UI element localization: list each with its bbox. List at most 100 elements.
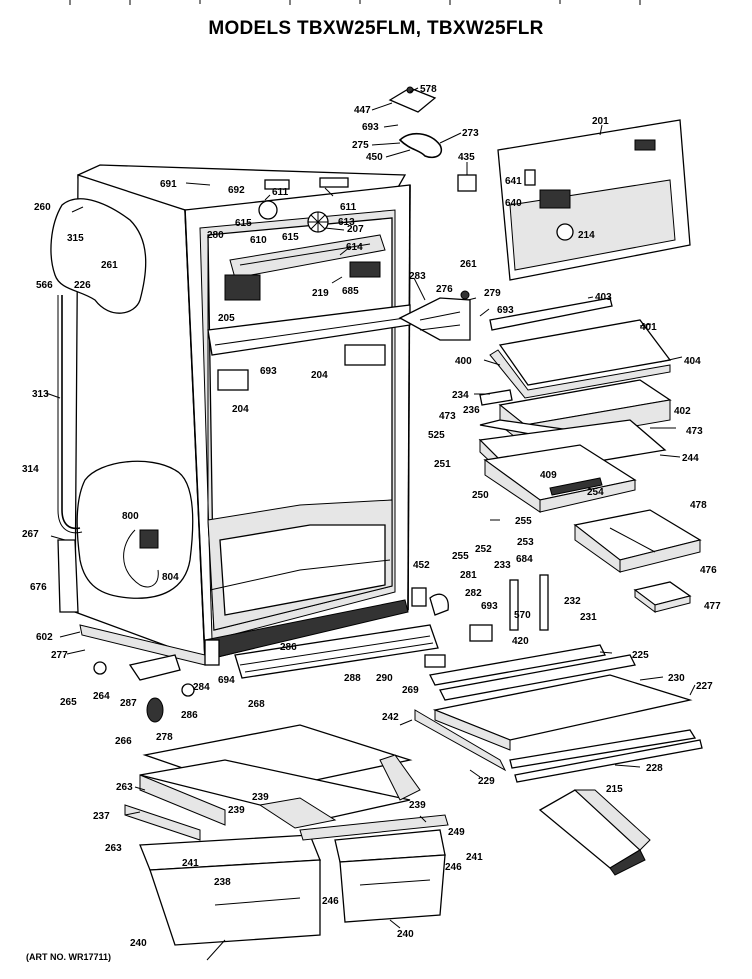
part-label: 231 [580, 612, 597, 623]
part-label: 280 [207, 230, 224, 241]
part-label: 450 [366, 152, 383, 163]
part-label: 246 [445, 862, 462, 873]
part-label: 249 [448, 827, 465, 838]
part-label: 277 [51, 650, 68, 661]
part-label: 232 [564, 596, 581, 607]
part-label: 288 [344, 673, 361, 684]
leader-lines [45, 87, 696, 961]
part-label: 242 [382, 712, 399, 723]
part-label: 694 [218, 675, 235, 686]
part-label: 236 [463, 405, 480, 416]
part-label: 214 [578, 230, 595, 241]
part-label: 278 [156, 732, 173, 743]
part-label: 254 [587, 487, 604, 498]
part-label: 693 [362, 122, 379, 133]
rail-231-225 [429, 644, 636, 701]
part-label: 435 [458, 152, 475, 163]
part-label: 264 [93, 691, 110, 702]
part-label: 570 [514, 610, 531, 621]
part-label: 229 [478, 776, 495, 787]
part-label: 403 [595, 292, 612, 303]
part-label: 268 [248, 699, 265, 710]
part-label: 473 [439, 411, 456, 422]
box-478 [573, 509, 702, 573]
part-label: 611 [272, 187, 289, 198]
part-label: 314 [22, 464, 39, 475]
top-edge-marks [69, 0, 641, 5]
part-label: 240 [130, 938, 147, 949]
part-label: 240 [397, 929, 414, 940]
part-label: 804 [162, 572, 179, 583]
part-label: 204 [232, 404, 249, 415]
shelf-rail-205 [207, 304, 411, 391]
part-label: 404 [684, 356, 701, 367]
part-label: 228 [646, 763, 663, 774]
part-label: 473 [686, 426, 703, 437]
part-label: 283 [409, 271, 426, 282]
part-label: 263 [116, 782, 133, 793]
part-label: 275 [352, 140, 369, 151]
part-label: 691 [160, 179, 177, 190]
part-label: 611 [340, 202, 357, 213]
basket-right-240 [299, 814, 449, 923]
part-label: 578 [420, 84, 437, 95]
part-label: 614 [346, 242, 363, 253]
part-label: 641 [505, 176, 522, 187]
part-label: 402 [674, 406, 691, 417]
part-label: 693 [260, 366, 277, 377]
part-label: 226 [74, 280, 91, 291]
part-label: 452 [413, 560, 430, 571]
part-label: 260 [34, 202, 51, 213]
part-label: 237 [93, 811, 110, 822]
basket-frame [124, 754, 421, 841]
top-parts [388, 86, 477, 192]
part-label: 676 [30, 582, 47, 593]
part-label: 238 [214, 877, 231, 888]
part-label: 225 [632, 650, 649, 661]
side-detail-bubble-bottom [76, 460, 194, 599]
part-label: 255 [515, 516, 532, 527]
part-label: 204 [311, 370, 328, 381]
part-label: 400 [455, 356, 472, 367]
part-label: 313 [32, 389, 49, 400]
part-label: 251 [434, 459, 451, 470]
bin-215 [538, 789, 651, 876]
part-label: 239 [409, 800, 426, 811]
part-label: 273 [462, 128, 479, 139]
part-label: 250 [472, 490, 489, 501]
part-label: 613 [338, 217, 355, 228]
part-label: 201 [592, 116, 609, 127]
part-label: 640 [505, 198, 522, 209]
part-label: 227 [696, 681, 713, 692]
part-label: 266 [115, 736, 132, 747]
part-label: 800 [122, 511, 139, 522]
part-label: 610 [250, 235, 267, 246]
side-detail-bubble-top [50, 198, 147, 314]
part-label: 239 [228, 805, 245, 816]
part-label: 566 [36, 280, 53, 291]
part-label: 241 [466, 852, 483, 863]
part-label: 205 [218, 313, 235, 324]
part-label: 230 [668, 673, 685, 684]
part-label: 207 [347, 224, 364, 235]
part-label: 684 [516, 554, 533, 565]
part-label: 447 [354, 105, 371, 116]
lower-front [57, 539, 549, 723]
shelf-230 [414, 674, 703, 783]
part-label: 286 [181, 710, 198, 721]
basket-left-240 [139, 834, 321, 946]
part-label: 215 [606, 784, 623, 795]
art-number: (ART NO. WR17711) [26, 952, 112, 962]
part-label: 525 [428, 430, 445, 441]
part-label: 478 [690, 500, 707, 511]
part-label: 476 [700, 565, 717, 576]
part-number-labels: 578 447 693 273 275 450 435 201 641 640 … [22, 84, 721, 949]
part-label: 290 [376, 673, 393, 684]
part-label: 239 [252, 792, 269, 803]
part-label: 602 [36, 632, 53, 643]
part-label: 234 [452, 390, 469, 401]
part-label: 252 [475, 544, 492, 555]
part-label: 615 [235, 218, 252, 229]
part-label: 401 [640, 322, 657, 333]
